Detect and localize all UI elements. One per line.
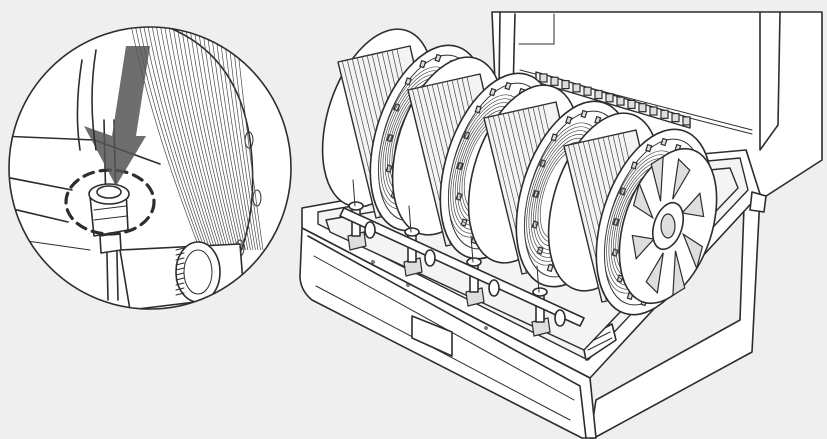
spool-group — [321, 28, 718, 316]
spool-spokes — [618, 147, 718, 305]
vent-slot — [638, 103, 647, 113]
feed-coupler — [88, 183, 130, 254]
vent-slot — [550, 76, 559, 86]
side-latch — [581, 191, 767, 361]
spool-rod — [339, 207, 585, 327]
vent-slot — [682, 116, 691, 126]
vent-slot — [671, 112, 680, 123]
insertion-arrow — [84, 46, 150, 186]
vent-slot — [660, 109, 669, 119]
vent-slot — [594, 89, 603, 100]
vent-slot — [649, 106, 658, 116]
vent-slot — [539, 73, 548, 83]
vent-slot — [583, 86, 592, 96]
vent-slot — [616, 96, 625, 106]
vent-slot — [561, 79, 570, 90]
vent-slot — [605, 93, 614, 103]
feeder-row — [339, 179, 585, 337]
vent-slot — [627, 99, 636, 110]
detail-magnifier — [8, 26, 292, 310]
front-display-window — [411, 315, 453, 357]
filament-coils — [129, 27, 264, 251]
vent-slot — [572, 83, 581, 93]
